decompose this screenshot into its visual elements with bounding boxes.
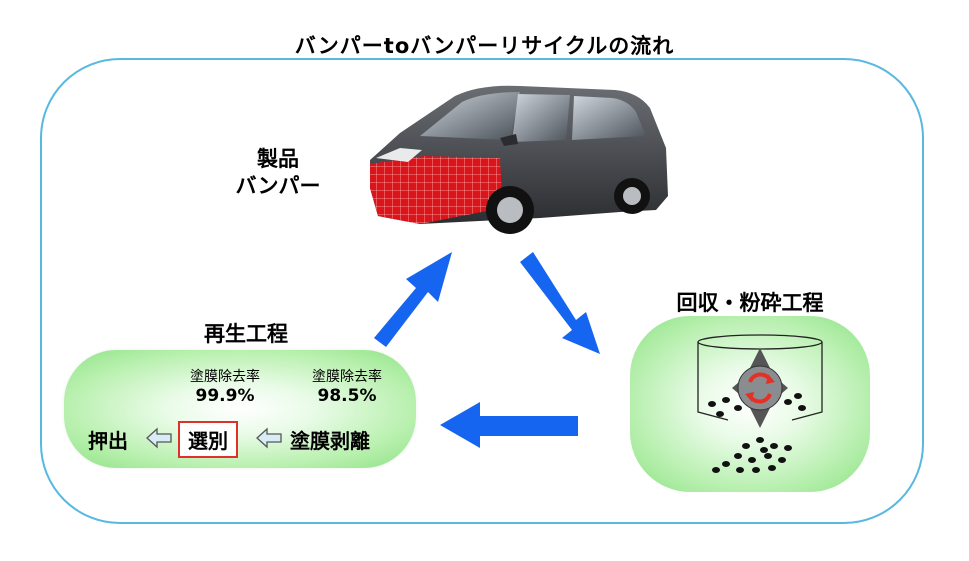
rate-label-2: 塗膜除去率 — [312, 369, 382, 385]
product-label: 製品 バンパー — [228, 146, 328, 200]
regeneration-label: 再生工程 — [204, 322, 288, 346]
left-arrow-icon-2 — [256, 427, 282, 449]
left-arrow-icon-1 — [146, 427, 172, 449]
step-extrude: 押出 — [88, 429, 128, 453]
flow-arrow-icon-left — [440, 402, 578, 448]
product-label-line2: バンパー — [235, 174, 321, 198]
flow-arrow-icon-up — [374, 252, 452, 347]
step-strip: 塗膜剥離 — [290, 429, 370, 453]
rate-value-2: 98.5% — [317, 386, 377, 406]
product-label-line1: 製品 — [257, 147, 299, 171]
car-image — [370, 85, 668, 234]
crushing-label: 回収・粉砕工程 — [676, 291, 824, 315]
rate-label-1: 塗膜除去率 — [190, 369, 260, 385]
rate-value-1: 99.9% — [195, 386, 255, 406]
crusher-icon — [697, 334, 823, 473]
flow-frame — [40, 58, 924, 524]
pellets-icon — [708, 393, 806, 473]
regeneration-box — [64, 350, 416, 468]
diagram-title: バンパーtoバンパーリサイクルの流れ — [294, 34, 675, 58]
step-sort: 選別 — [178, 421, 238, 458]
flow-arrow-icon-down — [520, 252, 600, 354]
